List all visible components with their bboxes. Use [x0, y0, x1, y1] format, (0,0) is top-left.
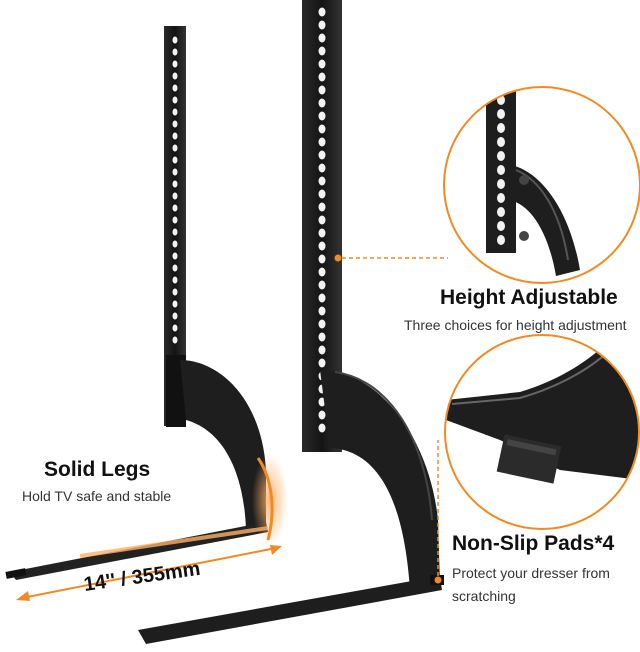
mounting-hole: [172, 108, 178, 116]
mounting-hole: [318, 267, 326, 277]
mounting-hole: [318, 332, 326, 342]
mounting-hole: [318, 33, 326, 43]
left-post: [164, 26, 186, 426]
non-slip-pads-subtitle-line1: Protect your dresser from: [452, 565, 610, 581]
detail-circle-height: [443, 86, 640, 284]
mounting-hole: [172, 84, 178, 92]
callout-leaders: [334, 254, 448, 584]
mounting-hole: [497, 179, 505, 189]
mounting-hole: [172, 72, 178, 80]
mounting-hole: [172, 228, 178, 236]
mounting-hole: [318, 345, 326, 355]
mounting-hole: [318, 202, 326, 212]
mounting-hole: [497, 221, 505, 231]
height-adjustable-subtitle: Three choices for height adjustment: [404, 317, 627, 333]
mounting-hole: [497, 151, 505, 161]
mounting-hole: [318, 358, 326, 368]
mounting-hole: [318, 98, 326, 108]
mounting-hole: [172, 252, 178, 260]
left-stand: [5, 26, 288, 580]
mounting-hole: [172, 312, 178, 320]
dimension-arrow: [16, 545, 282, 601]
non-slip-pads-subtitle-line2: scratching: [452, 588, 516, 604]
mounting-hole: [318, 111, 326, 121]
mounting-hole: [318, 410, 326, 420]
mounting-hole: [497, 165, 505, 175]
mounting-hole: [318, 59, 326, 69]
left-post-holes: [172, 36, 178, 344]
mounting-hole: [318, 241, 326, 251]
mounting-hole: [497, 235, 505, 245]
solid-legs-title: Solid Legs: [44, 458, 151, 481]
leg-highlight-edge: [256, 457, 274, 541]
mounting-hole: [318, 293, 326, 303]
base-highlight-edge: [79, 526, 269, 558]
detail-circle-pads: [444, 334, 640, 530]
right-stand: [138, 0, 444, 644]
mounting-hole: [318, 176, 326, 186]
mounting-hole: [172, 36, 178, 44]
right-leg-base: [138, 576, 442, 644]
detail-post-holes: [497, 95, 505, 245]
mounting-hole: [497, 123, 505, 133]
mounting-hole: [172, 156, 178, 164]
mounting-hole: [172, 132, 178, 140]
mounting-hole: [318, 280, 326, 290]
mounting-hole: [172, 144, 178, 152]
mounting-hole: [318, 423, 326, 433]
left-foot-pad: [5, 568, 27, 579]
mounting-hole: [318, 7, 326, 17]
mounting-hole: [172, 48, 178, 56]
mounting-hole: [497, 207, 505, 217]
mounting-hole: [172, 336, 178, 344]
mounting-hole: [172, 204, 178, 212]
left-leg-arm: [180, 360, 266, 530]
non-slip-pads-title: Non-Slip Pads*4: [452, 532, 615, 555]
height-adjustable-title: Height Adjustable: [440, 286, 618, 309]
mounting-hole: [318, 72, 326, 82]
mounting-hole: [318, 163, 326, 173]
mounting-hole: [172, 168, 178, 176]
mounting-hole: [318, 319, 326, 329]
leg-highlight-glow: [252, 454, 288, 546]
mounting-hole: [172, 264, 178, 272]
mounting-hole: [172, 120, 178, 128]
mounting-hole: [497, 109, 505, 119]
mounting-hole: [318, 228, 326, 238]
rubber-pad: [496, 434, 562, 484]
mounting-hole: [318, 85, 326, 95]
mounting-hole: [318, 306, 326, 316]
mounting-hole: [172, 288, 178, 296]
mounting-hole: [172, 300, 178, 308]
mounting-hole: [172, 276, 178, 284]
mounting-hole: [318, 397, 326, 407]
right-leg-arm: [320, 370, 440, 590]
right-leg-arm-rim: [334, 371, 433, 521]
left-bracket: [166, 355, 186, 427]
mounting-hole: [318, 189, 326, 199]
mounting-hole: [318, 124, 326, 134]
mounting-hole: [318, 150, 326, 160]
solid-legs-subtitle: Hold TV safe and stable: [22, 488, 172, 504]
mounting-hole: [172, 324, 178, 332]
mounting-hole: [172, 216, 178, 224]
mounting-hole: [318, 137, 326, 147]
mounting-hole: [318, 46, 326, 56]
mounting-hole: [318, 215, 326, 225]
mounting-hole: [172, 60, 178, 68]
mounting-hole: [318, 254, 326, 264]
mounting-hole: [497, 137, 505, 147]
mounting-hole: [172, 180, 178, 188]
mounting-hole: [318, 20, 326, 30]
mounting-hole: [172, 96, 178, 104]
right-post-holes: [318, 7, 326, 433]
mounting-hole: [497, 193, 505, 203]
mounting-hole: [172, 192, 178, 200]
mounting-hole: [172, 240, 178, 248]
